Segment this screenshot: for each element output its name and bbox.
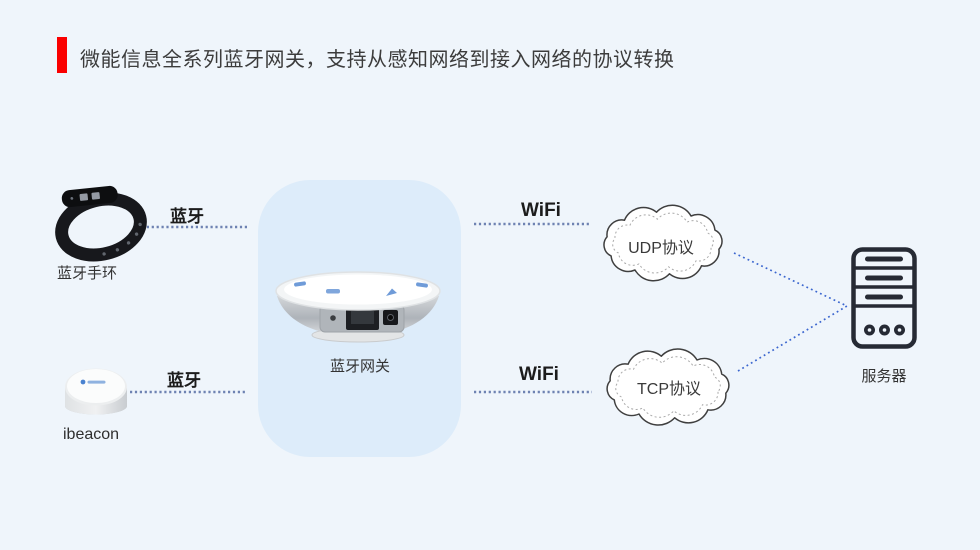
server-slot-bars [865, 256, 903, 300]
server-icon [851, 247, 917, 349]
gateway-port-panel [319, 304, 405, 333]
tcp-cloud-label: TCP协议 [636, 381, 702, 398]
bluetooth-link-label-top: 蓝牙 [170, 207, 204, 226]
band-clasp-holes [102, 222, 142, 256]
link-tcp-to-server [737, 305, 848, 372]
bluetooth-gateway-icon [275, 271, 441, 343]
udp-cloud-label: UDP协议 [628, 240, 694, 257]
title-accent-bar [57, 37, 67, 73]
tcp-cloud-icon [606, 348, 730, 426]
gateway-reset-hole [330, 315, 336, 321]
gateway-label: 蓝牙网关 [329, 358, 391, 375]
ibeacon-label: ibeacon [63, 426, 120, 443]
ibeacon-icon [65, 368, 127, 415]
ibeacon-logo [80, 379, 106, 385]
link-udp-to-server [733, 252, 848, 307]
gateway-indicator-marks [294, 281, 428, 296]
wifi-link-label-top: WiFi [521, 200, 561, 221]
bluetooth-link-label-bottom: 蓝牙 [167, 371, 201, 390]
page-title: 微能信息全系列蓝牙网关，支持从感知网络到接入网络的协议转换 [80, 49, 675, 71]
wifi-link-label-bottom: WiFi [519, 364, 559, 385]
server-label: 服务器 [861, 368, 907, 385]
smart-band-icon [55, 185, 147, 262]
band-label: 蓝牙手环 [57, 265, 118, 282]
connector-lines [733, 252, 848, 372]
server-indicator-dots [864, 324, 905, 336]
link-lines [130, 222, 592, 394]
udp-cloud-icon [603, 204, 723, 282]
